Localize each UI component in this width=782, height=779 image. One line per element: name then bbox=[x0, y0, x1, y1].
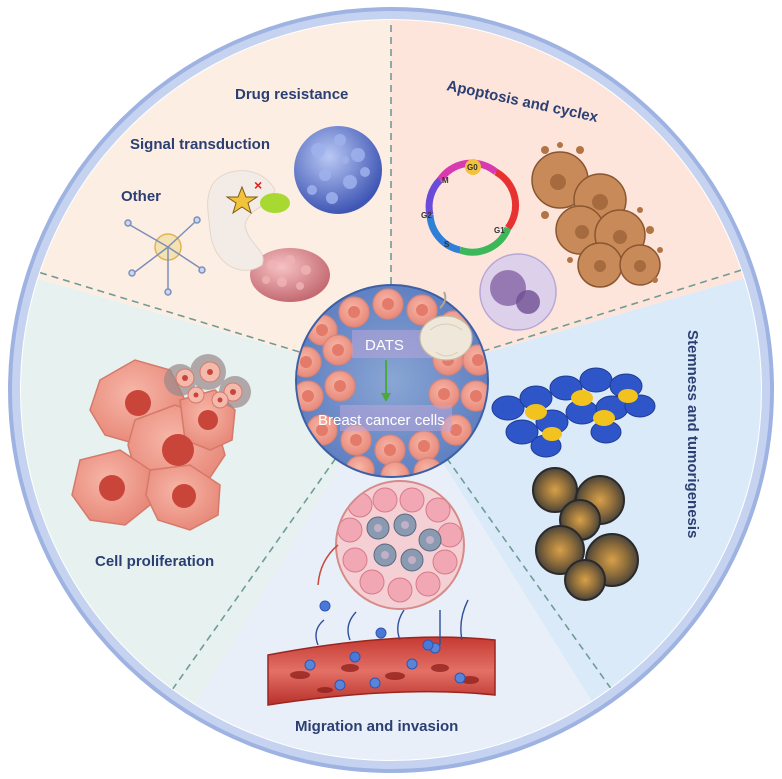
protein-pink-icon bbox=[250, 248, 330, 302]
cells-box bbox=[340, 405, 452, 431]
phase-s: S bbox=[444, 240, 450, 249]
garlic-icon bbox=[419, 291, 473, 361]
dats-box bbox=[352, 330, 432, 358]
blood-vessel-icon bbox=[267, 636, 496, 706]
nanoparticle-icon bbox=[124, 216, 206, 296]
label-drug-resistance: Drug resistance bbox=[235, 86, 348, 103]
label-breast-cancer-cells: Breast cancer cells bbox=[318, 412, 445, 429]
label-proliferation: Cell proliferation bbox=[95, 553, 214, 570]
phase-m: M bbox=[442, 176, 449, 185]
label-other: Other bbox=[121, 188, 161, 205]
svg-text:×: × bbox=[254, 177, 262, 193]
label-stemness: Stemness and tumorigenesis bbox=[684, 330, 701, 538]
apoptotic-cells-icon bbox=[531, 142, 663, 288]
tumor-tissue-icon bbox=[317, 480, 465, 610]
cell-cycle-phase-labels: G0 M G1 S G2 bbox=[421, 159, 505, 249]
receptor-icon: × bbox=[207, 170, 290, 271]
phase-g2: G2 bbox=[421, 211, 432, 220]
label-dats: DATS bbox=[365, 337, 404, 354]
label-migration: Migration and invasion bbox=[295, 718, 458, 735]
purple-cell-icon bbox=[479, 253, 557, 331]
proliferating-cells-icon bbox=[71, 354, 251, 531]
label-signal-transduction: Signal transduction bbox=[130, 136, 270, 153]
protein-blue-icon bbox=[294, 126, 382, 214]
tumor-cells-icon bbox=[532, 467, 639, 601]
center-cell-disc bbox=[295, 284, 489, 478]
stem-cells-icon bbox=[491, 367, 656, 458]
phase-g0: G0 bbox=[467, 163, 478, 172]
phase-g1: G1 bbox=[494, 226, 505, 235]
